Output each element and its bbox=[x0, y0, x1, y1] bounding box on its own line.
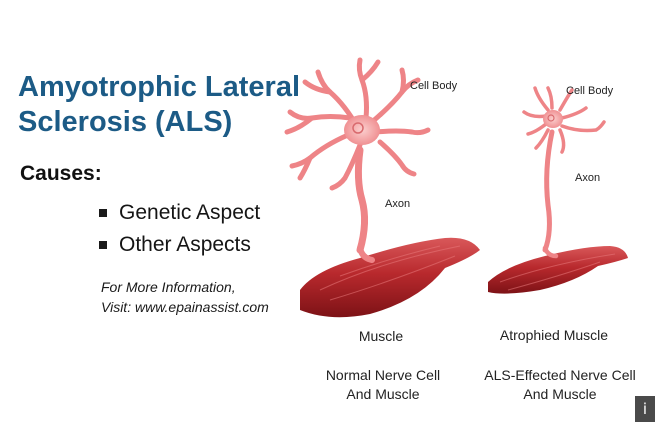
als-caption-line-1: ALS-Effected Nerve Cell bbox=[484, 367, 636, 383]
normal-nucleus bbox=[352, 122, 364, 134]
normal-neuron bbox=[284, 57, 431, 254]
als-cell-body-label: Cell Body bbox=[566, 85, 614, 97]
causes-list: Genetic Aspect Other Aspects bbox=[99, 197, 260, 261]
als-neuron bbox=[522, 86, 606, 253]
cause-genetic: Genetic Aspect bbox=[119, 201, 261, 224]
normal-axon-label: Axon bbox=[385, 198, 411, 210]
info-button[interactable]: i bbox=[635, 396, 655, 422]
list-item: Genetic Aspect bbox=[99, 197, 260, 229]
list-item: Other Aspects bbox=[99, 229, 260, 261]
normal-muscle-label: Muscle bbox=[358, 328, 404, 344]
als-axon-label: Axon bbox=[575, 172, 601, 184]
als-caption-line-2: And Muscle bbox=[523, 386, 597, 402]
atrophied-muscle-label: Atrophied Muscle bbox=[499, 327, 609, 343]
info-line-1: For More Information, bbox=[101, 279, 236, 295]
info-line-2: Visit: www.epainassist.com bbox=[101, 299, 269, 315]
als-caption: ALS-Effected Nerve Cell And Muscle bbox=[474, 366, 646, 404]
diagram-title: Amyotrophic Lateral Sclerosis (ALS) bbox=[18, 70, 300, 140]
bullet-icon bbox=[99, 209, 107, 217]
normal-caption: Normal Nerve Cell And Muscle bbox=[308, 366, 458, 404]
atrophied-muscle bbox=[488, 246, 628, 294]
normal-caption-line-1: Normal Nerve Cell bbox=[325, 367, 441, 383]
normal-cell-body-label: Cell Body bbox=[410, 80, 458, 92]
normal-muscle bbox=[300, 237, 480, 318]
als-cell-body bbox=[543, 110, 563, 128]
causes-heading: Causes: bbox=[20, 162, 102, 185]
bullet-icon bbox=[99, 241, 107, 249]
title-line-2: Sclerosis (ALS) bbox=[18, 106, 233, 138]
normal-caption-line-2: And Muscle bbox=[346, 386, 420, 402]
more-info-text: For More Information, Visit: www.epainas… bbox=[101, 277, 269, 317]
cause-other: Other Aspects bbox=[119, 233, 251, 256]
title-line-1: Amyotrophic Lateral bbox=[18, 71, 300, 103]
